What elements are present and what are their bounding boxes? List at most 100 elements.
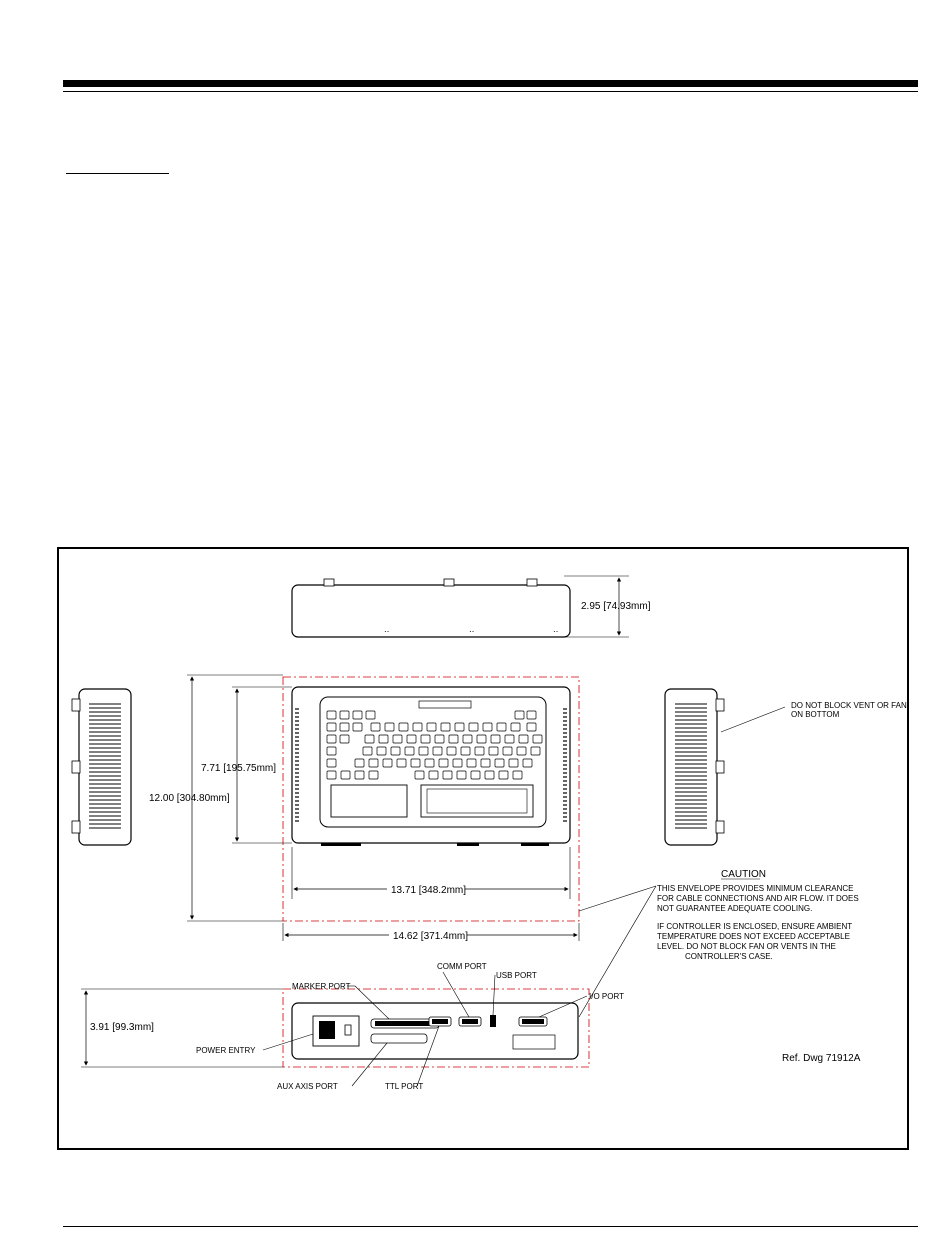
caution-line-4: IF CONTROLLER IS ENCLOSED, ENSURE AMBIEN… xyxy=(657,922,852,931)
keypad-key xyxy=(398,722,409,732)
keypad-key xyxy=(370,722,381,732)
keypad-key xyxy=(516,746,527,756)
svg-text:‥: ‥ xyxy=(469,625,474,634)
caution-line-5: TEMPERATURE DOES NOT EXCEED ACCEPTABLE xyxy=(657,932,850,941)
keypad-key xyxy=(326,722,337,732)
touch-pad-left xyxy=(330,784,408,818)
body-width-dim-label: 13.71 [348.2mm] xyxy=(391,885,466,896)
keypad-key xyxy=(512,770,523,780)
keypad-key xyxy=(339,734,350,744)
comm-port-label: COMM PORT xyxy=(437,962,487,971)
keypad-key xyxy=(454,722,465,732)
keypad-key xyxy=(470,770,481,780)
keypad-key xyxy=(530,746,541,756)
keypad-key xyxy=(426,722,437,732)
keypad-key xyxy=(468,722,479,732)
keypad-key xyxy=(438,758,449,768)
keypad-key xyxy=(382,758,393,768)
keypad-key xyxy=(352,710,363,720)
keypad-key xyxy=(339,710,350,720)
keypad-key xyxy=(460,746,471,756)
keypad-key xyxy=(442,770,453,780)
drawing-canvas: ‥ ‥ ‥ 2.95 [74.93mm] DO NOT BLOCK VENT O… xyxy=(71,575,907,1091)
keypad-key xyxy=(368,758,379,768)
section-underline xyxy=(66,173,169,174)
keypad-key xyxy=(368,770,379,780)
clearance-height-dim-label: 12.00 [304.80mm] xyxy=(149,793,230,804)
vent-leader xyxy=(720,706,786,733)
height-dim-label: 2.95 [74.93mm] xyxy=(581,601,651,612)
reference-drawing-number: Ref. Dwg 71912A xyxy=(782,1053,861,1064)
keypad-key xyxy=(532,734,543,744)
caution-title: CAUTION xyxy=(721,869,766,880)
caution-line-6: LEVEL. DO NOT BLOCK FAN OR VENTS IN THE xyxy=(657,942,836,951)
keypad-key xyxy=(412,722,423,732)
keypad-key xyxy=(452,758,463,768)
keypad-key xyxy=(504,734,515,744)
keypad-key xyxy=(410,758,421,768)
keypad-key xyxy=(326,758,337,768)
keypad-key xyxy=(440,722,451,732)
keypad-key xyxy=(434,734,445,744)
keypad-key xyxy=(428,770,439,780)
keypad-key xyxy=(392,734,403,744)
power-entry-label: POWER ENTRY xyxy=(196,1046,256,1055)
right-side-view xyxy=(664,688,725,846)
svg-text:‥: ‥ xyxy=(384,625,389,634)
display-window xyxy=(418,700,472,709)
keypad-key xyxy=(508,758,519,768)
keypad-key xyxy=(406,734,417,744)
rear-height-dim-label: 3.91 [99.3mm] xyxy=(90,1022,154,1033)
aux-axis-port-connector xyxy=(370,1033,428,1044)
keypad-key xyxy=(418,746,429,756)
keypad-key xyxy=(340,770,351,780)
front-view xyxy=(291,686,571,846)
keypad xyxy=(326,710,543,780)
caution-leader-front xyxy=(578,885,657,912)
keypad-key xyxy=(494,758,505,768)
keypad-key xyxy=(462,734,473,744)
keypad-key xyxy=(526,710,537,720)
vent-note-line-2: ON BOTTOM xyxy=(791,710,840,719)
caution-line-3: NOT GUARANTEE ADEQUATE COOLING. xyxy=(657,904,812,913)
marker-port-label: MARKER PORT xyxy=(292,982,351,991)
keypad-key xyxy=(352,722,363,732)
keypad-key xyxy=(362,746,373,756)
keypad-key xyxy=(448,734,459,744)
keypad-key xyxy=(354,758,365,768)
keypad-key xyxy=(496,722,507,732)
clearance-width-dim-label: 14.62 [371.4mm] xyxy=(393,931,468,942)
keypad-key xyxy=(420,734,431,744)
keypad-key xyxy=(498,770,509,780)
keypad-key xyxy=(510,722,521,732)
dimension-drawing: ‥ ‥ ‥ 2.95 [74.93mm] DO NOT BLOCK VENT O… xyxy=(57,547,909,1150)
caution-leader-rear xyxy=(578,885,657,1018)
keypad-key xyxy=(326,710,337,720)
keypad-key xyxy=(378,734,389,744)
keypad-key xyxy=(376,746,387,756)
keypad-key xyxy=(522,758,533,768)
keypad-key xyxy=(354,770,365,780)
ttl-port-label: TTL PORT xyxy=(385,1082,423,1091)
keypad-key xyxy=(490,734,501,744)
keypad-key xyxy=(474,746,485,756)
keypad-key xyxy=(424,758,435,768)
caution-line-2: FOR CABLE CONNECTIONS AND AIR FLOW. IT D… xyxy=(657,894,859,903)
header-rule-thin xyxy=(63,91,918,92)
keypad-key xyxy=(482,722,493,732)
keypad-key xyxy=(326,734,337,744)
keypad-key xyxy=(414,770,425,780)
keypad-key xyxy=(466,758,477,768)
keypad-key xyxy=(456,770,467,780)
svg-text:‥: ‥ xyxy=(553,625,558,634)
aux-axis-port-label: AUX AXIS PORT xyxy=(277,1082,338,1091)
keypad-key xyxy=(326,746,337,756)
keypad-key xyxy=(339,722,350,732)
keypad-key xyxy=(365,710,376,720)
keypad-key xyxy=(364,734,375,744)
keypad-key xyxy=(476,734,487,744)
caution-line-7: CONTROLLER'S CASE. xyxy=(685,952,773,961)
keypad-key xyxy=(432,746,443,756)
keypad-key xyxy=(488,746,499,756)
keypad-key xyxy=(326,770,337,780)
